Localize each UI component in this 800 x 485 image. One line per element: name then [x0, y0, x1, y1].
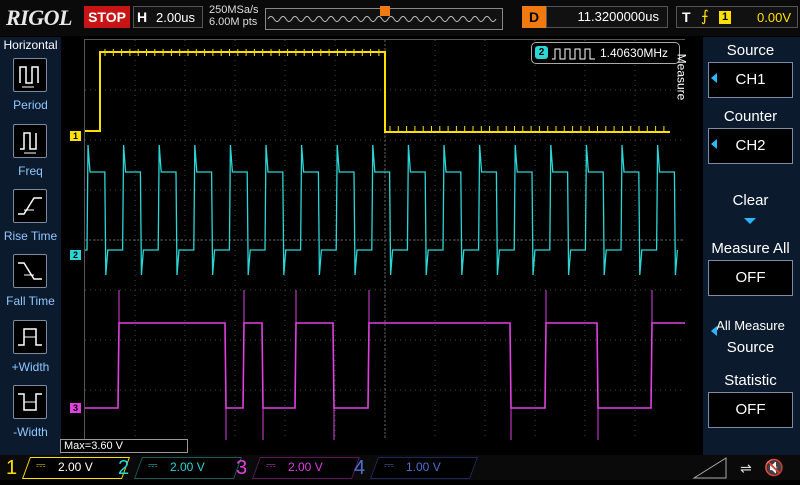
sample-rate: 250MSa/s: [209, 4, 259, 16]
waveform-canvas: [85, 40, 685, 440]
rising-edge-icon: ⨍: [701, 8, 709, 25]
ch3-status[interactable]: 3 ⎓ 2.00 V: [236, 456, 361, 480]
ch4-status[interactable]: 4 ⎓ 1.00 V: [354, 456, 479, 480]
trigger-position-marker[interactable]: [380, 6, 390, 16]
menu-title-text: Measure: [674, 53, 689, 101]
clear-down-arrow-icon: [744, 218, 756, 224]
source-arrow-icon: [711, 73, 717, 83]
counter-arrow-icon: [711, 139, 717, 149]
usb-icon: ⇌: [740, 460, 752, 476]
source-softkey[interactable]: Source CH1: [705, 40, 796, 102]
ch3-trace: [85, 322, 685, 409]
ch3-offset-marker[interactable]: 3: [70, 403, 81, 413]
ch2-scale: 2.00 V: [170, 460, 205, 474]
all-measure-title: All Measure: [716, 318, 785, 333]
timebase-value: 2.00us: [156, 10, 196, 25]
measure-fall-time[interactable]: Fall Time: [0, 254, 61, 316]
ch4-dc-coupling-icon: ⎓: [384, 458, 394, 472]
ch4-scale: 1.00 V: [406, 460, 441, 474]
ch3-scale: 2.00 V: [288, 460, 323, 474]
ch1-status[interactable]: 1 ⎓ 2.00 V: [6, 456, 131, 480]
freq-label: Freq: [18, 164, 43, 178]
fall-time-icon: [13, 254, 47, 288]
ch1-scale: 2.00 V: [58, 460, 93, 474]
ch1-dc-coupling-icon: ⎓: [36, 458, 46, 472]
trigger-key: T: [682, 9, 691, 25]
counter-value: 1.40630MHz: [600, 46, 669, 60]
counter-channel: 2: [535, 46, 548, 59]
trigger-status[interactable]: T ⨍ 1 0.00V: [676, 6, 798, 28]
menu-nav-arrow[interactable]: [690, 456, 730, 480]
memory-depth: 6.00M pts: [209, 16, 258, 28]
statistic-title: Statistic: [724, 372, 777, 389]
ch2-dc-coupling-icon: ⎓: [148, 458, 158, 472]
clear-title: Clear: [732, 192, 769, 209]
all-measure-source-softkey[interactable]: All Measure Source: [705, 304, 796, 366]
measure-all-value: OFF: [708, 260, 793, 296]
negative-width-label: -Width: [13, 425, 48, 439]
ch2-number: 2: [118, 457, 130, 479]
ch1-trace: [85, 51, 670, 133]
right-softkey-menu: [703, 37, 800, 455]
ch1-number: 1: [6, 457, 18, 479]
period-label: Period: [13, 98, 48, 112]
statistic-softkey[interactable]: Statistic OFF: [705, 370, 796, 432]
frequency-icon: [13, 124, 47, 158]
source-title: Source: [726, 42, 775, 59]
measure-negative-width[interactable]: -Width: [0, 385, 61, 447]
ch2-trace: [85, 144, 679, 276]
all-measure-arrow-icon: [711, 326, 717, 336]
statistic-value: OFF: [708, 392, 793, 428]
frequency-counter-readout: 2 1.40630MHz: [531, 42, 680, 64]
counter-title: Counter: [723, 108, 778, 125]
trigger-source: 1: [719, 11, 731, 24]
speaker-mute-icon[interactable]: 🔇: [764, 460, 784, 477]
horizontal-timebase[interactable]: H 2.00us: [133, 6, 203, 28]
timebase-key: H: [137, 9, 148, 25]
delay-value[interactable]: 11.3200000us: [546, 6, 668, 28]
source-value: CH1: [708, 62, 793, 98]
ch2-status[interactable]: 2 ⎓ 2.00 V: [118, 456, 243, 480]
positive-width-icon: [13, 320, 47, 354]
max-readout: Max=3.60 V: [60, 439, 188, 453]
measure-all-softkey[interactable]: Measure All OFF: [705, 238, 796, 300]
waveform-display[interactable]: [85, 40, 685, 440]
rigol-logo: RIGOL: [6, 5, 72, 30]
run-stop-status[interactable]: STOP: [84, 6, 130, 28]
ch2-offset-marker[interactable]: 2: [70, 250, 81, 260]
ch3-number: 3: [236, 457, 248, 479]
measure-all-title: Measure All: [711, 240, 790, 257]
trigger-level: 0.00V: [757, 10, 791, 25]
rise-time-label: Rise Time: [3, 229, 58, 243]
left-menu-title: Horizontal: [3, 38, 58, 52]
positive-width-label: +Width: [11, 360, 50, 374]
all-measure-subtitle: Source: [726, 339, 775, 356]
menu-title: Measure: [674, 40, 702, 120]
measure-freq[interactable]: Freq: [0, 124, 61, 186]
square-wave-icon: [552, 48, 595, 60]
fall-time-label: Fall Time: [6, 294, 55, 308]
measure-positive-width[interactable]: +Width: [0, 320, 61, 382]
delay-key: D: [522, 6, 546, 28]
measure-rise-time[interactable]: Rise Time: [0, 189, 61, 251]
negative-width-icon: [13, 385, 47, 419]
ch4-number: 4: [354, 457, 366, 479]
ch1-offset-marker[interactable]: 1: [70, 131, 81, 141]
clear-softkey[interactable]: Clear: [705, 172, 796, 234]
counter-softkey[interactable]: Counter CH2: [705, 106, 796, 168]
ch3-dc-coupling-icon: ⎓: [266, 458, 276, 472]
period-icon: [13, 58, 47, 92]
measure-period[interactable]: Period: [0, 58, 61, 120]
rise-time-icon: [13, 189, 47, 223]
counter-value-field: CH2: [708, 128, 793, 164]
